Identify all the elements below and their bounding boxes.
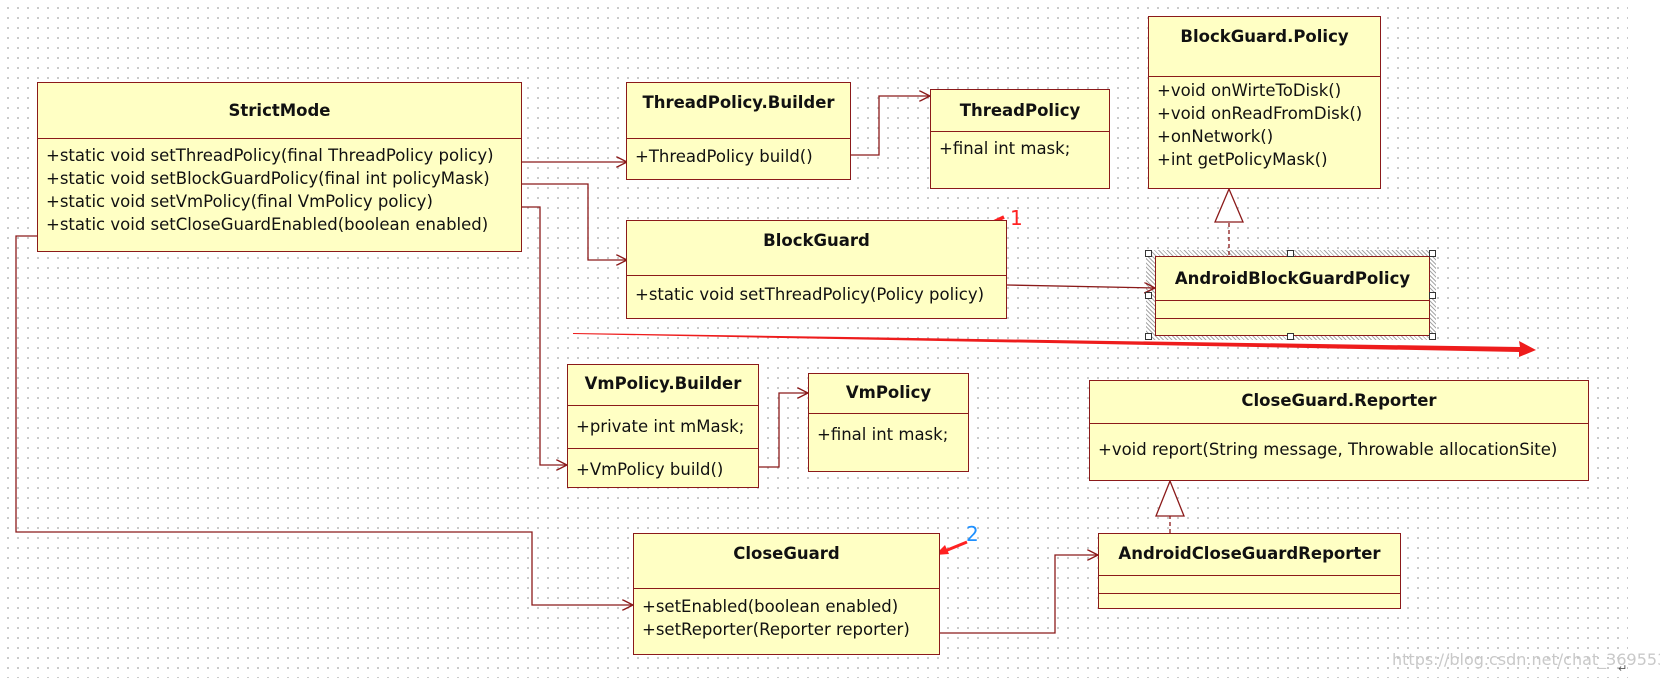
class-name: BlockGuard [627,221,1006,276]
page-margin [1628,0,1660,678]
method: +void report(String message, Throwable a… [1098,440,1558,459]
class-name: VmPolicy.Builder [568,365,758,406]
selection-handle[interactable] [1145,250,1152,257]
class-name: CloseGuard [634,534,939,589]
field: +private int mMask; [576,417,745,436]
method: +onNetwork() [1157,127,1274,146]
field: +final int mask; [939,139,1071,158]
class-threadpolicy-builder[interactable]: ThreadPolicy.Builder +ThreadPolicy build… [626,82,851,180]
dependency-closeguard-androidcloseguardreporter [940,555,1098,634]
annotation-label-2: 2 [966,522,979,546]
methods-section: +void report(String message, Throwable a… [1090,424,1588,461]
dependency-vmpolicybuilder-vmpolicy [759,393,808,468]
class-androidblockguardpolicy[interactable]: AndroidBlockGuardPolicy [1155,256,1430,336]
class-strictmode[interactable]: StrictMode +static void setThreadPolicy(… [37,82,522,252]
class-name: StrictMode [38,83,521,139]
methods-section: +static void setThreadPolicy(Policy poli… [627,276,1006,306]
method: +static void setBlockGuardPolicy(final i… [46,169,490,188]
selection-handle[interactable] [1429,250,1436,257]
fields-section: +final int mask; [931,132,1109,160]
methods-section: +static void setThreadPolicy(final Threa… [38,139,521,236]
method: +setEnabled(boolean enabled) [642,597,899,616]
class-blockguard[interactable]: BlockGuard +static void setThreadPolicy(… [626,220,1007,319]
annotation-arrow-2 [944,540,968,553]
class-closeguard-reporter[interactable]: CloseGuard.Reporter +void report(String … [1089,380,1589,481]
fields-section: +private int mMask; [568,406,758,448]
method: +static void setThreadPolicy(final Threa… [46,146,494,165]
selection-handle[interactable] [1287,250,1294,257]
class-vmpolicy-builder[interactable]: VmPolicy.Builder +private int mMask; +Vm… [567,364,759,488]
class-vmpolicy[interactable]: VmPolicy +final int mask; [808,373,969,472]
dependency-strictmode-vmpolicybuilder [522,206,567,465]
method: +static void setCloseGuardEnabled(boolea… [46,215,489,234]
methods-section: +VmPolicy build() [568,448,758,481]
selection-handle[interactable] [1429,292,1436,299]
selection-handle[interactable] [1287,333,1294,340]
class-androidcloseguardreporter[interactable]: AndroidCloseGuardReporter [1098,533,1401,609]
class-threadpolicy[interactable]: ThreadPolicy +final int mask; [930,89,1110,189]
watermark: https://blog.csdn.net/chat_36955332 [1392,650,1660,669]
class-name: AndroidCloseGuardReporter [1099,534,1400,576]
fields-section [1156,301,1429,318]
methods-section: +void onWirteToDisk() +void onReadFromDi… [1149,77,1380,171]
field: +final int mask; [817,425,949,444]
paragraph-return-mark: ↵ [1618,662,1628,675]
methods-section: +setEnabled(boolean enabled) +setReporte… [634,589,939,641]
method: +int getPolicyMask() [1157,150,1328,169]
method: +void onReadFromDisk() [1157,104,1363,123]
dependency-strictmode-blockguard [522,183,627,260]
method: +static void setThreadPolicy(Policy poli… [635,285,985,304]
class-name: AndroidBlockGuardPolicy [1156,257,1429,301]
class-blockguard-policy[interactable]: BlockGuard.Policy +void onWirteToDisk() … [1148,16,1381,189]
class-closeguard[interactable]: CloseGuard +setEnabled(boolean enabled) … [633,533,940,655]
methods-section: +ThreadPolicy build() [627,139,850,168]
class-name: ThreadPolicy [931,90,1109,132]
methods-section [1099,593,1400,608]
annotation-label-1: 1 [1010,206,1023,230]
method: +void onWirteToDisk() [1157,81,1342,100]
method: +setReporter(Reporter reporter) [642,620,910,639]
class-name: CloseGuard.Reporter [1090,381,1588,424]
class-name: VmPolicy [809,374,968,414]
method: +VmPolicy build() [576,460,724,479]
selection-handle[interactable] [1145,292,1152,299]
method: +static void setVmPolicy(final VmPolicy … [46,192,433,211]
realization-triangle-reporter [1155,479,1185,517]
fields-section: +final int mask; [809,414,968,446]
highlight-arrow [573,333,1536,357]
dependency-threadpolicybuilder-threadpolicy [851,96,930,156]
selection-handle[interactable] [1145,333,1152,340]
class-name: BlockGuard.Policy [1149,17,1380,77]
dependency-strictmode-closeguard [15,235,633,605]
dependency-blockguard-androidblockguardpolicy [1006,285,1155,288]
fields-section [1099,576,1400,593]
methods-section [1156,318,1429,335]
method: +ThreadPolicy build() [635,147,813,166]
selection-handle[interactable] [1429,333,1436,340]
class-name: ThreadPolicy.Builder [627,83,850,139]
realization-triangle-policy [1214,187,1244,223]
